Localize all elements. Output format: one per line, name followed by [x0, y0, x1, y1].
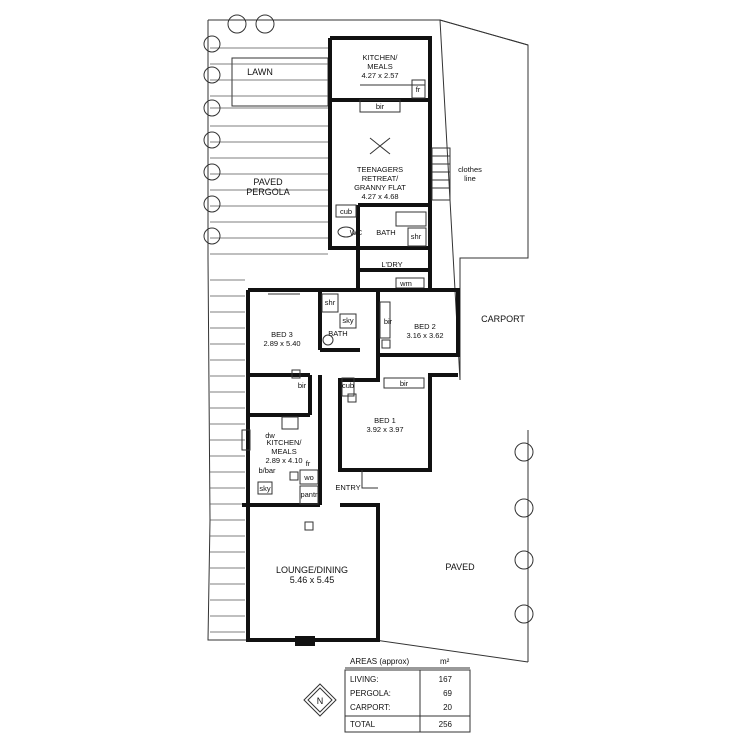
fr-top-label: fr [416, 85, 421, 94]
cooktop-icon [281, 416, 299, 430]
shr-mid-label: shr [325, 298, 336, 307]
teen-name-3: GRANNY FLAT [354, 183, 406, 192]
kitchen-top-size: 4.27 x 2.57 [361, 71, 398, 80]
laundry-walls [356, 248, 432, 290]
kitchen-top-name-1: KITCHEN/ [362, 53, 398, 62]
wm-label: wm [399, 279, 412, 288]
north-label: N [317, 696, 324, 706]
lounge-size: 5.46 x 5.45 [290, 575, 335, 585]
bed3-size: 2.89 x 5.40 [263, 339, 300, 348]
areas-row-1-label: PERGOLA: [350, 689, 391, 698]
bir-bed2-label: bir [384, 317, 393, 326]
bath-tub-icon [395, 211, 427, 227]
bed3-marker [291, 369, 301, 379]
window-bay [241, 429, 251, 451]
clothes-line [431, 147, 451, 201]
carport-label: CARPORT [481, 314, 525, 324]
areas-row-0-label: LIVING: [350, 675, 378, 684]
lawn-label: LAWN [247, 67, 273, 77]
pergola-label-1: PAVED [253, 177, 283, 187]
pergola-label-2: PERGOLA [246, 187, 290, 197]
sky-low-label: sky [259, 484, 271, 493]
trees-right [514, 442, 534, 624]
areas-total-value: 256 [439, 720, 453, 729]
pergola-slats [210, 47, 328, 633]
clothes-line-label-2: line [464, 174, 476, 183]
dw-label: dw [265, 431, 275, 440]
kitchen-name-2: MEALS [271, 447, 296, 456]
granny-flat-walls [328, 36, 432, 250]
north-arrow-icon: N [303, 683, 337, 717]
basin-icon [322, 334, 334, 346]
cub-mid-label: cub [342, 381, 354, 390]
shr-mid-box [321, 293, 339, 313]
bir-bed1-box [383, 377, 425, 389]
kitchen-marker [289, 471, 299, 481]
bir-bed2-box [379, 301, 391, 339]
areas-row-2-value: 20 [443, 703, 452, 712]
bed2-name: BED 2 [414, 322, 436, 331]
sky-low-box [257, 481, 273, 495]
lawn-area: LAWN [231, 57, 329, 107]
pantry-box [299, 485, 319, 505]
areas-total-label: TOTAL [350, 720, 376, 729]
ldry-label: L'DRY [381, 260, 402, 269]
teen-name-1: TEENAGERS [357, 165, 403, 174]
areas-row-2-label: CARPORT: [350, 703, 390, 712]
bbar-label: b/bar [258, 466, 276, 475]
lounge-name: LOUNGE/DINING [276, 565, 348, 575]
main-house-walls [242, 288, 460, 642]
shower-top-box [407, 227, 427, 247]
trees-left [203, 14, 275, 245]
kitchen-name-1: KITCHEN/ [266, 438, 302, 447]
fireplace-block [295, 636, 315, 646]
teen-size: 4.27 x 4.68 [361, 192, 398, 201]
bed1-marker [347, 393, 357, 403]
kitchen-top-name-2: MEALS [367, 62, 392, 71]
teen-name-2: RETREAT/ [362, 174, 399, 183]
areas-table: AREAS (approx) m² LIVING: 167 PERGOLA: 6… [344, 657, 471, 733]
lounge-marker [304, 521, 314, 531]
areas-row-0-value: 167 [439, 675, 453, 684]
cub-top-label: cub [340, 207, 352, 216]
paved-label: PAVED [445, 562, 475, 572]
areas-row-1-value: 69 [443, 689, 452, 698]
fr-low-label: fr [306, 459, 311, 468]
cub-top-box [335, 204, 357, 218]
areas-heading: AREAS (approx) [350, 657, 409, 666]
site-boundary [207, 19, 529, 663]
bed2-size: 3.16 x 3.62 [406, 331, 443, 340]
bed2-marker [381, 339, 391, 349]
bir-bed3-label: bir [298, 381, 307, 390]
ceiling-fan-icon [369, 137, 391, 155]
kitchen-size: 2.89 x 4.10 [265, 456, 302, 465]
entry-door [361, 470, 378, 489]
areas-unit: m² [440, 657, 450, 666]
clothes-line-label-1: clothes [458, 165, 482, 174]
bed1-size: 3.92 x 3.97 [366, 425, 403, 434]
entry-label: ENTRY [335, 483, 360, 492]
bed1-name: BED 1 [374, 416, 396, 425]
property-line-top [208, 19, 529, 46]
sky-mid-box [339, 313, 357, 329]
bir-bed1-label: bir [400, 379, 409, 388]
wo-box [299, 469, 319, 485]
bath-mid-label: BATH [328, 329, 347, 338]
shr-top-label: shr [411, 232, 422, 241]
bath-top-label: BATH [376, 228, 395, 237]
bed3-name: BED 3 [271, 330, 293, 339]
wo-label: wo [303, 473, 314, 482]
sky-mid-label: sky [342, 316, 354, 325]
wc-icon [337, 226, 355, 238]
bir-top-label: bir [376, 102, 385, 111]
pantry-label: pantr [300, 490, 318, 499]
wc-label: WC [350, 228, 363, 237]
